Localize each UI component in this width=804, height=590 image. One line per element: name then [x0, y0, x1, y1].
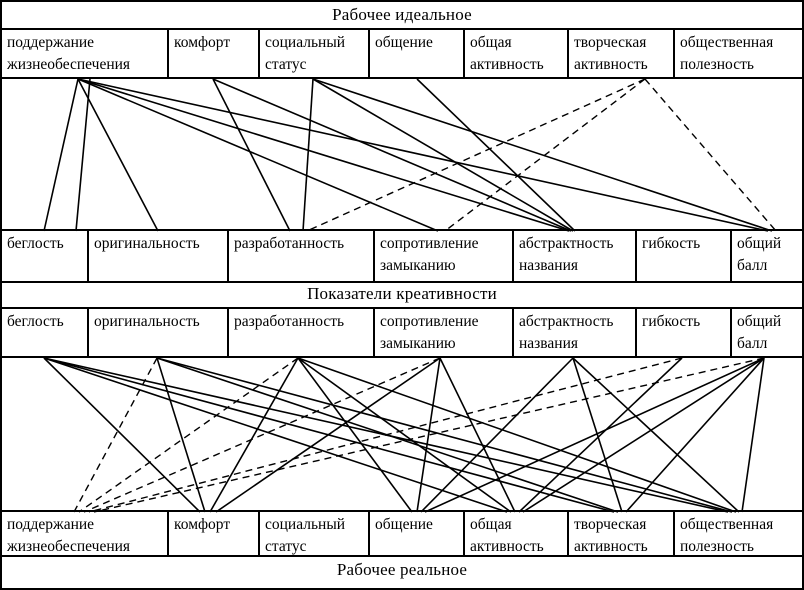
connection-line [43, 357, 729, 513]
connection-line [518, 357, 683, 513]
creativity-upper-abstractness-of-title: абстрактность названия [512, 231, 635, 281]
ideal-cell-social-usefulness: общественная полезность [673, 30, 802, 77]
connection-line [297, 357, 413, 513]
connection-line [312, 78, 574, 232]
creativity-upper-flexibility: гибкость [635, 231, 730, 281]
real-cell-social-usefulness: общественная полезность [673, 512, 802, 555]
creativity-upper-originality: оригинальность [87, 231, 227, 281]
connection-line [439, 357, 516, 513]
ideal-header-band: Рабочее идеальное [2, 2, 802, 30]
creativity-lower-originality: оригинальность [87, 309, 227, 356]
connection-line [212, 78, 291, 232]
real-motives-row: поддержание жизнеобеспечения комфорт соц… [2, 510, 802, 557]
connection-line [209, 357, 299, 513]
connection-line [644, 78, 777, 232]
connection-line [302, 78, 314, 232]
connection-line [572, 357, 740, 513]
connection-line [306, 78, 646, 232]
connection-line [156, 357, 206, 513]
connection-line [73, 357, 158, 513]
creativity-header-band: Показатели креативности [2, 283, 802, 309]
connection-line [78, 357, 299, 513]
connection-line [312, 78, 773, 232]
connection-line [156, 357, 733, 513]
ideal-title: Рабочее идеальное [332, 5, 472, 24]
connection-line [43, 357, 615, 513]
connection-line [156, 357, 619, 513]
connection-line [83, 357, 441, 513]
connection-line [77, 78, 159, 232]
connection-line [75, 78, 91, 232]
creativity-lower-flexibility: гибкость [635, 309, 730, 356]
creativity-upper-elaboration: разработанность [227, 231, 373, 281]
creativity-lower-abstractness-of-title: абстрактность названия [512, 309, 635, 356]
ideal-motives-row: поддержание жизнеобеспечения комфорт соц… [2, 30, 802, 79]
creativity-lower-resistance-to-closure: сопротивление замыканию [373, 309, 512, 356]
ideal-cell-general-activity: общая активность [463, 30, 567, 77]
connection-line [93, 357, 765, 513]
ideal-cell-social-status: социальный статус [258, 30, 368, 77]
creativity-upper-resistance-to-closure: сопротивление замыканию [373, 231, 512, 281]
creativity-lower-total-score: общий балл [730, 309, 802, 356]
ideal-cell-communication: общение [368, 30, 463, 77]
creativity-upper-fluency: беглость [7, 235, 64, 252]
connection-line [43, 357, 201, 513]
connection-line [212, 78, 572, 232]
real-cell-creative-activity: творческая активность [567, 512, 673, 555]
connection-line [43, 78, 79, 232]
connection-line [522, 357, 765, 513]
connection-line [77, 78, 769, 232]
real-header-band: Рабочее реальное [2, 557, 802, 588]
creativity-lower-elaboration: разработанность [227, 309, 373, 356]
real-cell-comfort: комфорт [167, 512, 258, 555]
real-title: Рабочее реальное [336, 560, 468, 579]
creativity-lower-fluency: беглость [7, 313, 64, 330]
real-cell-social-status: социальный статус [258, 512, 368, 555]
connection-line [420, 357, 574, 513]
connection-line [77, 78, 570, 232]
connection-line [424, 357, 765, 513]
real-cell-communication: общение [368, 512, 463, 555]
ideal-cell-comfort: комфорт [167, 30, 258, 77]
ideal-cell-life-support: поддержание жизнеобеспечения [7, 34, 131, 73]
connection-line [297, 357, 512, 513]
creativity-upper-total-score: общий балл [730, 231, 802, 281]
connection-line [416, 78, 576, 232]
ideal-cell-creative-activity: творческая активность [567, 30, 673, 77]
connection-line [625, 357, 765, 513]
connection-line [297, 357, 737, 513]
connection-line [416, 357, 441, 513]
connection-line [741, 357, 765, 513]
connection-line [215, 357, 441, 513]
connection-line [77, 78, 439, 232]
connection-line [444, 78, 646, 232]
real-cell-life-support: поддержание жизнеобеспечения [7, 516, 131, 555]
connection-line [88, 357, 683, 513]
creativity-row-lower: беглость оригинальность разработанность … [2, 309, 802, 358]
connection-line [43, 357, 508, 513]
creativity-row-upper: беглость оригинальность разработанность … [2, 229, 802, 283]
connection-line [572, 357, 623, 513]
creativity-title: Показатели креативности [307, 284, 497, 303]
real-cell-general-activity: общая активность [463, 512, 567, 555]
